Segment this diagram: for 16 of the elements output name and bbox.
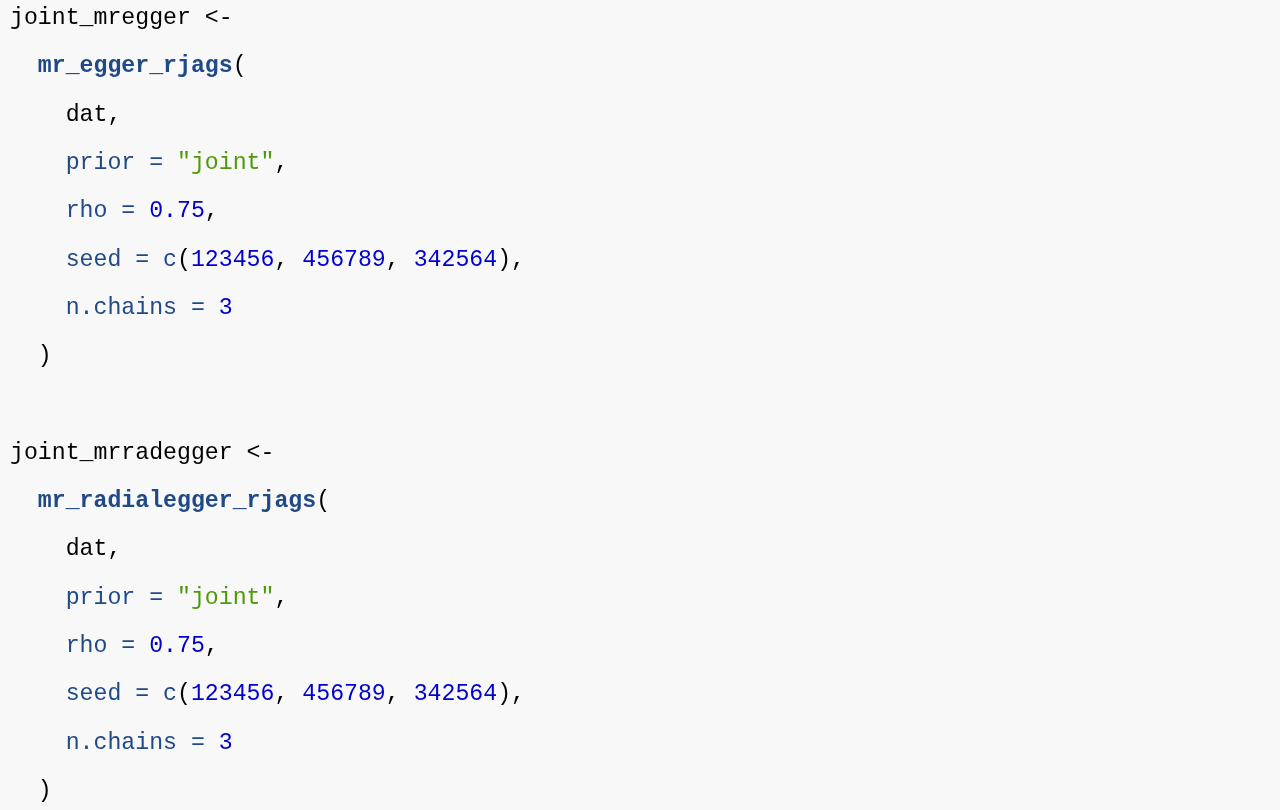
code-line: rho = 0.75, — [65, 631, 219, 660]
code-line: mr_radialegger_rjags( — [37, 487, 331, 515]
code-line: n.chains = 3 — [65, 728, 233, 757]
code-line: ) — [37, 342, 52, 371]
code-line: dat, — [65, 100, 122, 129]
code-line: rho = 0.75, — [65, 197, 219, 226]
code-line: n.chains = 3 — [65, 293, 233, 322]
code-line: joint_mregger <- — [10, 4, 233, 32]
code-line: seed = c(123456, 456789, 342564), — [65, 680, 525, 709]
code-line: ) — [37, 776, 52, 805]
code-line: prior = "joint", — [65, 148, 289, 177]
code-line: mr_egger_rjags( — [37, 52, 247, 81]
code-line: dat, — [65, 535, 122, 564]
code-line: prior = "joint", — [65, 583, 289, 612]
code-line: seed = c(123456, 456789, 342564), — [65, 245, 525, 274]
code-line: joint_mrradegger <- — [10, 438, 275, 467]
